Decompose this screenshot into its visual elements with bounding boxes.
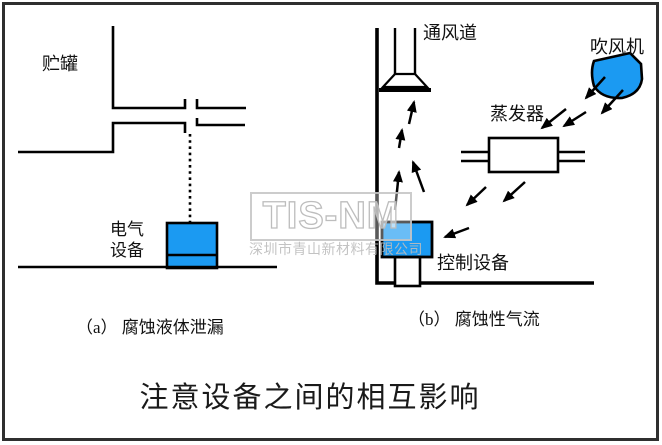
- watermark-company-text: 深圳市青山新材料有限公司: [249, 243, 423, 258]
- vent-duct: [379, 28, 431, 92]
- vent-duct-label: 通风道: [423, 23, 477, 43]
- gas-flow-arrows: [392, 76, 624, 239]
- evaporator-label: 蒸发器: [490, 104, 544, 124]
- electrical-equipment-label: 电气 设备: [100, 219, 154, 261]
- control-equipment-label: 控制设备: [437, 253, 509, 273]
- page-title: 注意设备之间的相互影响: [139, 382, 481, 414]
- tank-and-pipe: [18, 26, 246, 154]
- watermark-logo-text: TIS-NM: [262, 194, 400, 237]
- caption-panel-b: （b） 腐蚀性气流: [408, 310, 540, 329]
- storage-tank-label: 贮罐: [42, 54, 78, 74]
- wall-and-floor: [375, 28, 594, 285]
- watermark-logo-box: TIS-NM: [250, 192, 412, 241]
- blower-label: 吹风机: [590, 37, 644, 57]
- electrical-equipment-label-line2: 设备: [110, 241, 144, 260]
- electrical-equipment-label-line1: 电气: [110, 220, 144, 239]
- blower-shape: [590, 51, 644, 100]
- caption-panel-a: （a） 腐蚀液体泄漏: [76, 318, 224, 337]
- evaporator: [461, 136, 585, 174]
- electrical-equipment-box: [165, 221, 219, 270]
